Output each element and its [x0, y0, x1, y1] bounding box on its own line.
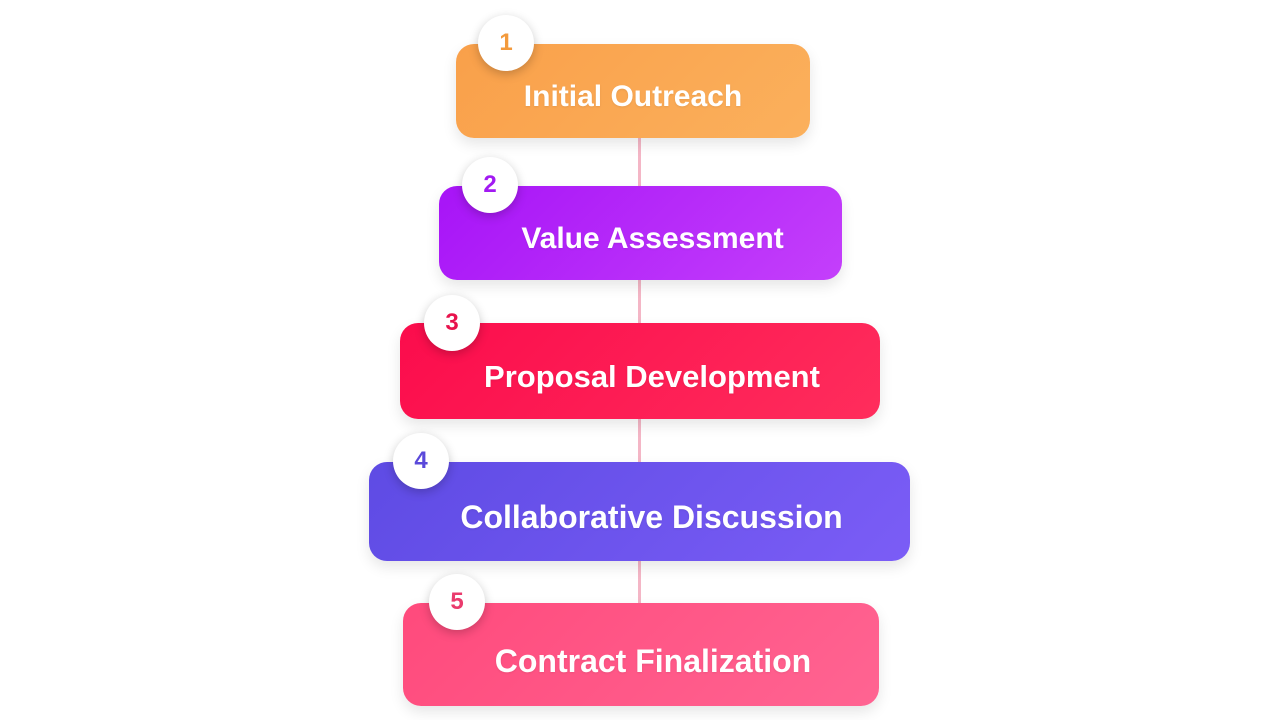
step-number-badge: 2	[462, 157, 518, 213]
step-number-badge: 5	[429, 574, 485, 630]
step-proposal-development: 3 Proposal Development	[400, 295, 880, 419]
step-number-badge: 4	[393, 433, 449, 489]
step-label: Collaborative Discussion	[460, 499, 843, 535]
step-number-badge: 1	[478, 15, 534, 71]
step-label: Value Assessment	[521, 222, 784, 255]
step-value-assessment: 2 Value Assessment	[439, 157, 842, 280]
step-contract-finalization: 5 Contract Finalization	[403, 574, 879, 706]
step-collaborative-discussion: 4 Collaborative Discussion	[369, 433, 910, 561]
step-initial-outreach: 1 Initial Outreach	[456, 15, 810, 138]
step-label: Proposal Development	[484, 359, 820, 394]
step-label: Contract Finalization	[494, 643, 812, 679]
step-number-badge: 3	[424, 295, 480, 351]
step-label: Initial Outreach	[523, 80, 743, 113]
